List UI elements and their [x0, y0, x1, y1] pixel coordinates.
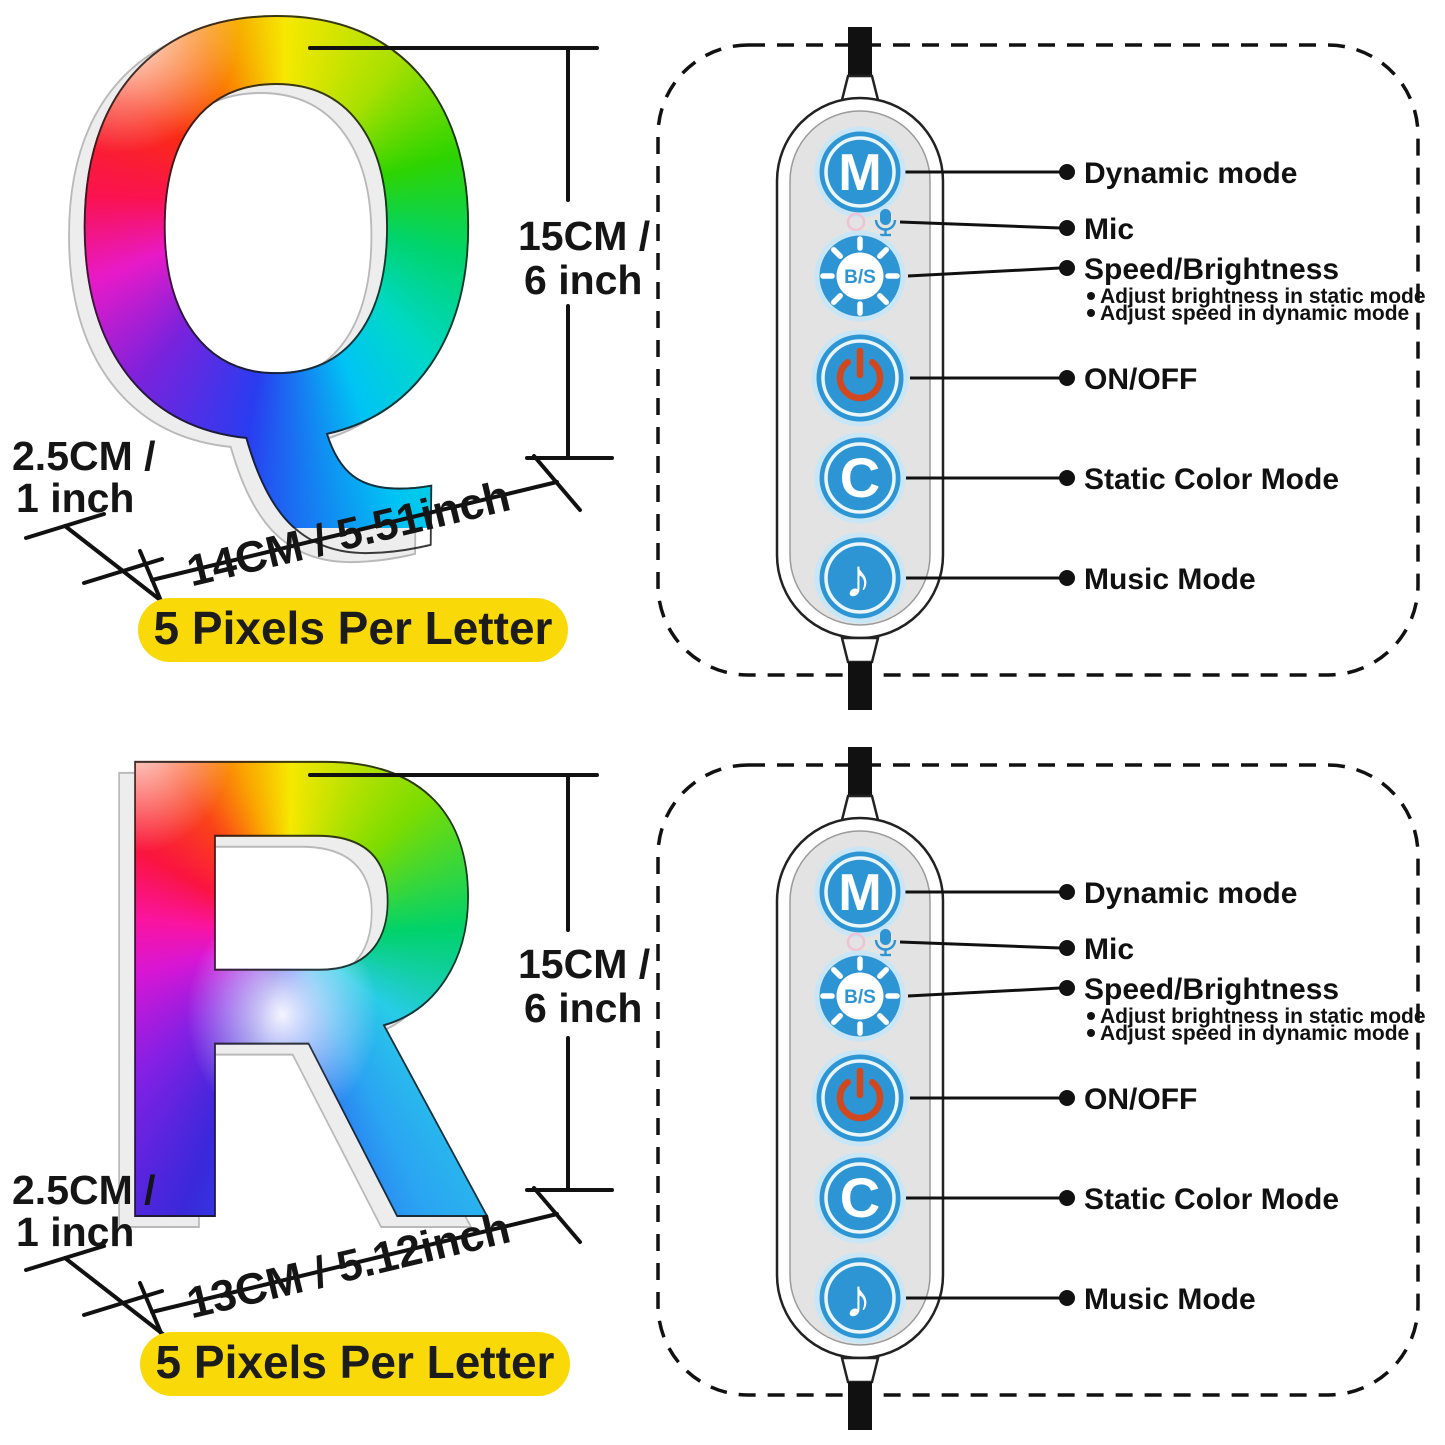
- button-ring: [824, 856, 896, 928]
- sun-rays: [820, 236, 900, 316]
- q-dimension-overlay: 15CM / 6 inch 2.5CM / 1 inch 14CM / 5.51…: [12, 46, 650, 662]
- bs-glyph: B/S: [844, 267, 876, 288]
- cable-bottom: [848, 1382, 872, 1430]
- music-mode-button[interactable]: ♪: [814, 532, 906, 624]
- leader-lines: [899, 170, 1061, 580]
- label-mic: Mic: [1084, 933, 1134, 966]
- button-ring: [824, 542, 896, 614]
- controller-diagram-top: M B/S: [656, 27, 1426, 710]
- speed-brightness-button[interactable]: B/S: [814, 230, 906, 322]
- cable-connector-bottom: [840, 1356, 880, 1384]
- sun-core: [836, 972, 884, 1020]
- button-ring: [824, 442, 896, 514]
- leader-lines: [899, 890, 1061, 1300]
- power-icon: [836, 1067, 884, 1122]
- mic-icon: [874, 929, 897, 957]
- letter-r: R R: [81, 619, 652, 1356]
- dashed-border: [656, 43, 1420, 677]
- note-brightness: Adjust brightness in static mode: [1100, 1005, 1426, 1028]
- dim-line-depth: [63, 1256, 170, 1340]
- q-badge-pill: [138, 598, 568, 662]
- letter-r-panel: R R 15CM / 6 inch 2.5CM / 1 inch 13CM / …: [0, 657, 650, 1445]
- speed-brightness-button[interactable]: B/S: [814, 950, 906, 1042]
- cable-connector-top: [840, 794, 880, 822]
- label-dynamic-mode: Dynamic mode: [1084, 877, 1297, 910]
- music-mode-button[interactable]: ♪: [814, 1252, 906, 1344]
- power-button[interactable]: [811, 329, 909, 427]
- dynamic-mode-button[interactable]: M: [814, 126, 906, 218]
- c-glyph: C: [840, 446, 880, 509]
- power-icon: [836, 347, 884, 402]
- dim-line-width: [150, 1212, 559, 1314]
- label-music-mode: Music Mode: [1084, 1283, 1256, 1316]
- m-glyph: M: [838, 864, 881, 922]
- mic-indicator: [846, 209, 897, 237]
- r-width-label: 13CM / 5.12inch: [182, 1204, 514, 1329]
- button-ring: [824, 1162, 896, 1234]
- cable-bottom: [848, 662, 872, 710]
- r-depth-label-line1: 2.5CM /: [12, 1167, 156, 1213]
- label-onoff: ON/OFF: [1084, 1083, 1197, 1116]
- letter-q-panel: Q Q 15CM / 6 inch 2.5CM / 1 inch 14CM / …: [0, 0, 650, 720]
- cable-top: [848, 747, 872, 797]
- dashed-border: [656, 763, 1420, 1397]
- r-badge-pill: [140, 1332, 570, 1396]
- note-speed: Adjust speed in dynamic mode: [1100, 1022, 1409, 1045]
- q-depth-label-line2: 1 inch: [16, 475, 134, 521]
- button-ring: [821, 339, 899, 417]
- letter-q-face: Q: [61, 0, 492, 529]
- note-speed: Adjust speed in dynamic mode: [1100, 302, 1409, 325]
- note-brightness: Adjust brightness in static mode: [1100, 285, 1426, 308]
- leader-dots: [1059, 884, 1095, 1306]
- q-depth-label-line1: 2.5CM /: [12, 433, 156, 479]
- letter-q: Q Q: [45, 0, 614, 548]
- q-dimension-lines: [24, 46, 614, 610]
- r-dimension-lines: [24, 773, 614, 1342]
- label-onoff: ON/OFF: [1084, 363, 1197, 396]
- q-badge-label: 5 Pixels Per Letter: [154, 602, 553, 654]
- r-height-label-line2: 6 inch: [524, 985, 642, 1031]
- m-glyph: M: [838, 144, 881, 202]
- mic-icon: [874, 209, 897, 237]
- led-indicator: [846, 212, 866, 232]
- button-ring: [824, 136, 896, 208]
- music-note-icon: ♪: [845, 1269, 872, 1329]
- q-height-label-line2: 6 inch: [524, 257, 642, 303]
- static-color-button[interactable]: C: [814, 432, 906, 524]
- q-width-label: 14CM / 5.51inch: [182, 472, 514, 597]
- label-speed-brightness: Speed/Brightness: [1084, 973, 1339, 1006]
- music-note-icon: ♪: [845, 549, 872, 609]
- mic-indicator: [846, 929, 897, 957]
- label-mic: Mic: [1084, 213, 1134, 246]
- cable-connector-top: [840, 74, 880, 102]
- controller-diagram-bottom: M B/S: [656, 747, 1426, 1430]
- q-height-label-line1: 15CM /: [518, 213, 650, 259]
- sun-core: [836, 252, 884, 300]
- dim-line-width: [150, 480, 559, 582]
- r-badge-label: 5 Pixels Per Letter: [156, 1336, 555, 1388]
- label-static-color: Static Color Mode: [1084, 1183, 1339, 1216]
- static-color-button[interactable]: C: [814, 1152, 906, 1244]
- cable-connector-bottom: [840, 636, 880, 664]
- r-dimension-overlay: 15CM / 6 inch 2.5CM / 1 inch 13CM / 5.12…: [12, 773, 650, 1396]
- label-dynamic-mode: Dynamic mode: [1084, 157, 1297, 190]
- r-depth-label-line2: 1 inch: [16, 1209, 134, 1255]
- button-ring: [821, 1059, 899, 1137]
- c-glyph: C: [840, 1166, 880, 1229]
- power-button[interactable]: [811, 1049, 909, 1147]
- dynamic-mode-button[interactable]: M: [814, 846, 906, 938]
- dim-line-depth: [63, 524, 170, 608]
- label-speed-brightness: Speed/Brightness: [1084, 253, 1339, 286]
- bs-glyph: B/S: [844, 987, 876, 1008]
- r-height-label-line1: 15CM /: [518, 941, 650, 987]
- cable-top: [848, 27, 872, 77]
- label-static-color: Static Color Mode: [1084, 463, 1339, 496]
- sun-rays: [820, 956, 900, 1036]
- letter-r-face: R: [97, 619, 499, 1356]
- button-ring: [824, 1262, 896, 1334]
- led-indicator: [846, 932, 866, 952]
- leader-dots: [1059, 164, 1095, 586]
- label-music-mode: Music Mode: [1084, 563, 1256, 596]
